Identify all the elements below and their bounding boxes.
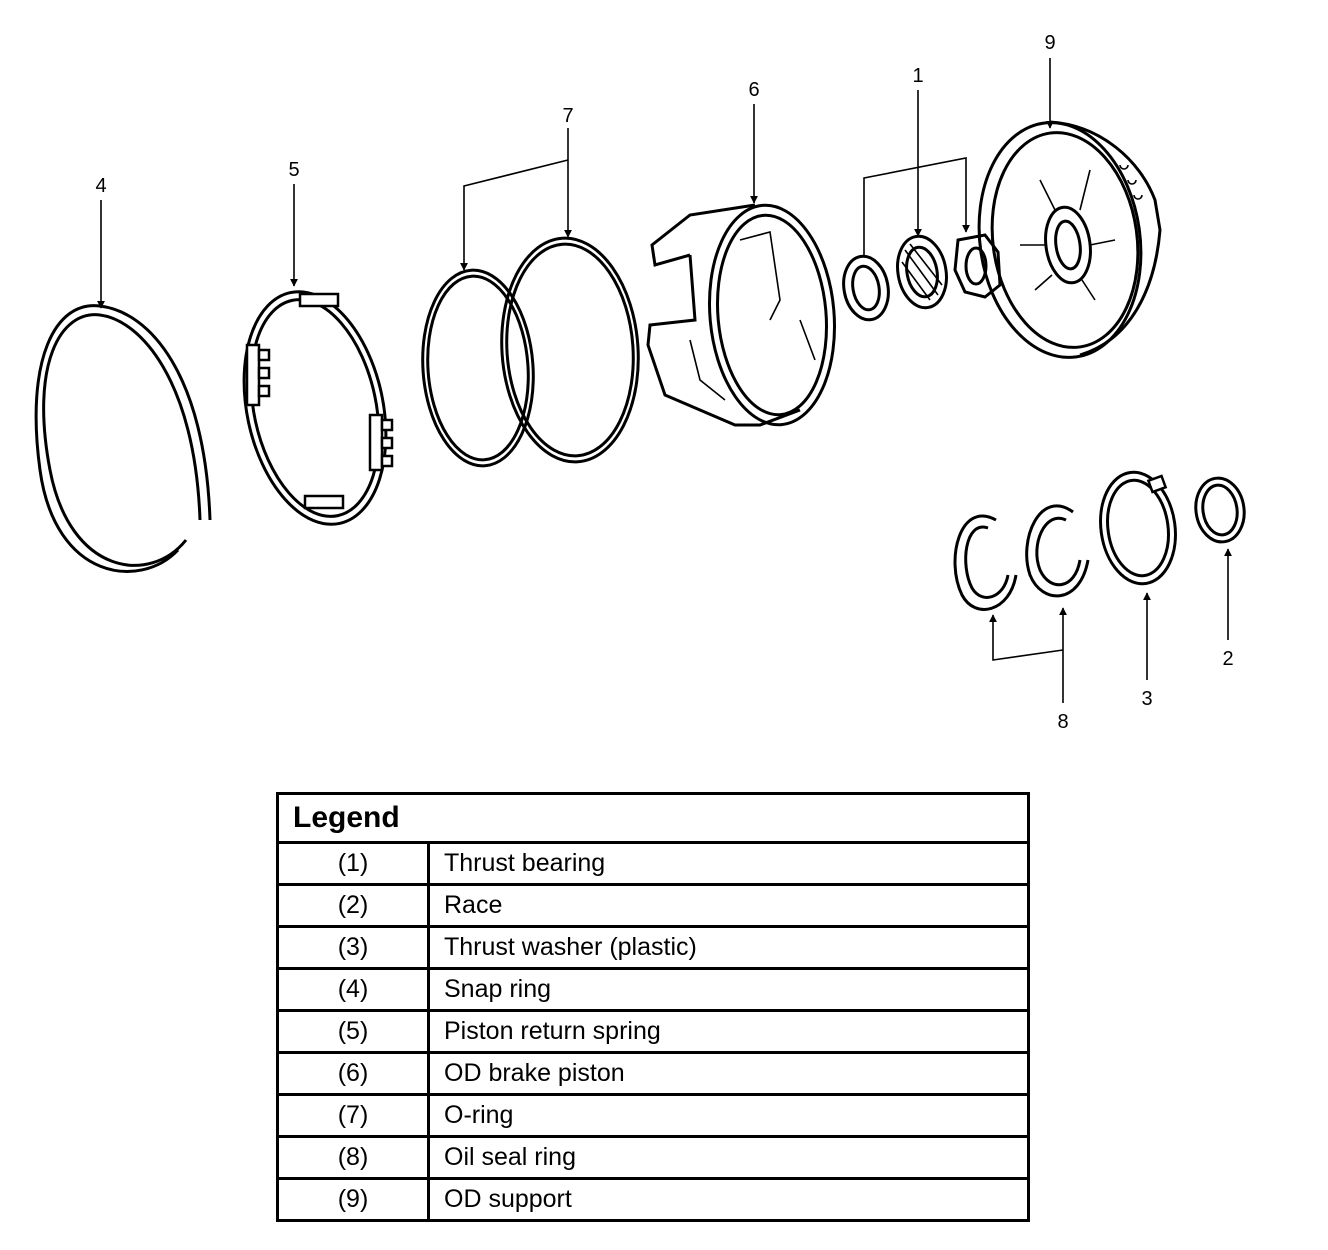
callout-8: 8 [1057, 711, 1068, 733]
legend-description: OD brake piston [428, 1051, 1029, 1095]
legend-number: (1) [277, 841, 430, 885]
legend-number: (5) [277, 1009, 430, 1053]
legend-description: Snap ring [428, 967, 1029, 1011]
legend-row: (7) O-ring [277, 1093, 1029, 1137]
legend-row: (1) Thrust bearing [277, 841, 1029, 885]
legend-description: O-ring [428, 1093, 1029, 1137]
legend-row: (3) Thrust washer (plastic) [277, 925, 1029, 969]
legend-number: (2) [277, 883, 430, 927]
part-od-support [977, 120, 1162, 359]
part-piston-return-spring [242, 290, 394, 526]
callout-1: 1 [912, 65, 923, 87]
legend-description: Race [428, 883, 1029, 927]
legend-number: (3) [277, 925, 430, 969]
legend-row: (4) Snap ring [277, 967, 1029, 1011]
callout-6: 6 [748, 79, 759, 101]
callout-5: 5 [288, 159, 299, 181]
legend-row: (5) Piston return spring [277, 1009, 1029, 1053]
legend-title: Legend [277, 793, 1029, 844]
legend-number: (9) [277, 1177, 430, 1221]
legend-row: (2) Race [277, 883, 1029, 927]
callout-3: 3 [1141, 688, 1152, 710]
part-race [1194, 476, 1246, 544]
part-race-bearing-group [842, 233, 1002, 322]
legend-description: Thrust bearing [428, 841, 1029, 885]
callout-leaders [97, 58, 1232, 703]
legend-number: (4) [277, 967, 430, 1011]
callout-7: 7 [562, 105, 573, 127]
legend-row: (8) Oil seal ring [277, 1135, 1029, 1179]
legend-number: (7) [277, 1093, 430, 1137]
legend-description: Oil seal ring [428, 1135, 1029, 1179]
legend-description: Piston return spring [428, 1009, 1029, 1053]
callout-4: 4 [95, 175, 106, 197]
callout-9: 9 [1044, 32, 1055, 54]
legend-description: Thrust washer (plastic) [428, 925, 1029, 969]
part-o-rings [421, 236, 640, 468]
part-oil-seal-rings [953, 504, 1090, 611]
legend-row: (6) OD brake piston [277, 1051, 1029, 1095]
legend-header-row: Legend [277, 793, 1029, 844]
legend-row: (9) OD support [277, 1177, 1029, 1221]
legend-number: (8) [277, 1135, 430, 1179]
callout-2: 2 [1222, 648, 1233, 670]
exploded-parts-diagram: 1 2 3 4 5 6 7 8 9 [34, 32, 1246, 733]
part-snap-ring [34, 304, 212, 573]
legend-table: Legend (1) Thrust bearing (2) Race (3) T… [276, 792, 1030, 1222]
legend-number: (6) [277, 1051, 430, 1095]
part-od-brake-piston [646, 203, 837, 427]
part-thrust-washer [1099, 470, 1177, 586]
legend-description: OD support [428, 1177, 1029, 1221]
